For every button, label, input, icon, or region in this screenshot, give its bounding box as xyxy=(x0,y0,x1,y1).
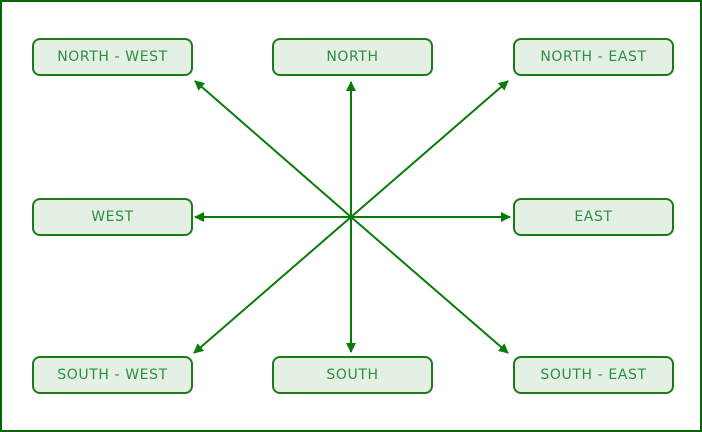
node-south-west: SOUTH - WEST xyxy=(32,356,193,394)
node-east: EAST xyxy=(513,198,674,236)
node-label: EAST xyxy=(574,209,613,225)
node-label: SOUTH - WEST xyxy=(57,367,168,383)
node-west: WEST xyxy=(32,198,193,236)
node-label: SOUTH xyxy=(326,367,379,383)
node-south: SOUTH xyxy=(272,356,433,394)
node-label: NORTH - WEST xyxy=(57,49,168,65)
arrow-south-east xyxy=(350,216,509,354)
node-label: WEST xyxy=(91,209,134,225)
node-label: NORTH - EAST xyxy=(540,49,647,65)
arrow-north-east xyxy=(350,80,509,218)
node-label: SOUTH - EAST xyxy=(540,367,647,383)
node-south-east: SOUTH - EAST xyxy=(513,356,674,394)
arrow-south-west xyxy=(193,216,352,354)
node-label: NORTH xyxy=(326,49,379,65)
arrow-north-west xyxy=(194,80,352,218)
node-north-east: NORTH - EAST xyxy=(513,38,674,76)
node-north: NORTH xyxy=(272,38,433,76)
node-north-west: NORTH - WEST xyxy=(32,38,193,76)
